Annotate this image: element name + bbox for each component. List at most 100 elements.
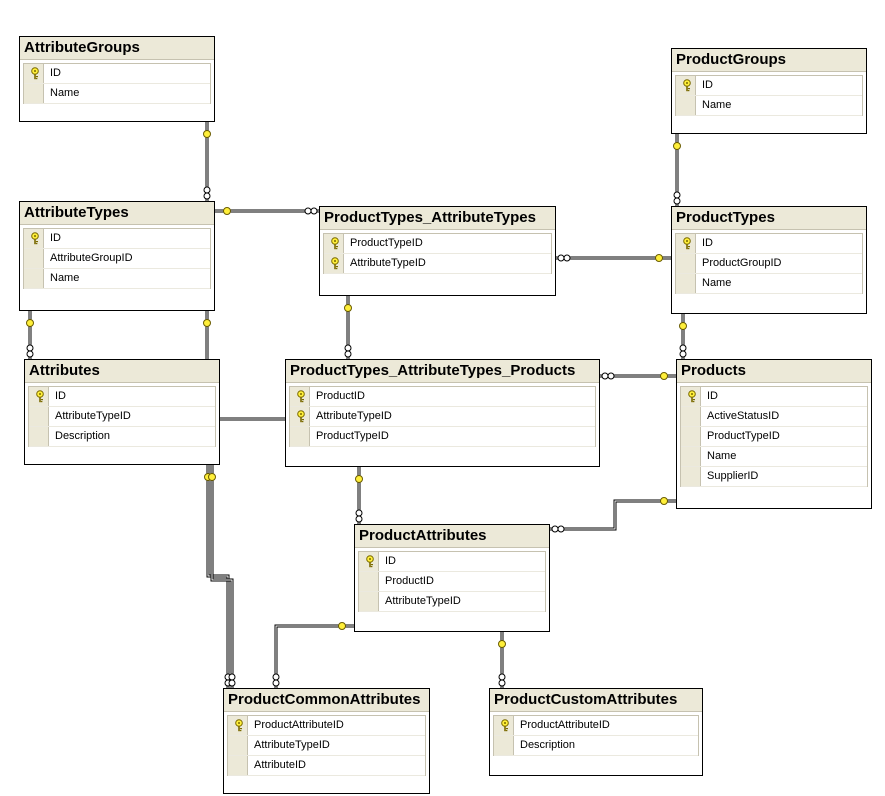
table-title[interactable]: ProductAttributes — [355, 525, 549, 548]
column-row[interactable]: AttributeTypeID — [324, 254, 551, 274]
table-title[interactable]: ProductTypes_AttributeTypes — [320, 207, 555, 230]
table-title[interactable]: ProductTypes — [672, 207, 866, 230]
row-selector[interactable] — [228, 756, 248, 775]
row-selector[interactable] — [324, 234, 344, 253]
row-selector[interactable] — [359, 552, 379, 571]
column-row[interactable]: ProductTypeID — [290, 427, 595, 447]
row-selector[interactable] — [676, 76, 696, 95]
row-selector[interactable] — [681, 427, 701, 446]
column-list: ID AttributeGroupID Name — [23, 228, 211, 289]
infinity-end-icon — [601, 372, 615, 380]
column-row[interactable]: ID — [24, 64, 210, 84]
key-end-icon — [655, 254, 663, 262]
column-name: ID — [50, 232, 61, 244]
column-row[interactable]: AttributeID — [228, 756, 425, 776]
row-selector[interactable] — [676, 96, 696, 115]
row-selector[interactable] — [359, 592, 379, 611]
column-name: Name — [50, 272, 80, 284]
key-icon — [331, 257, 339, 270]
column-row[interactable]: AttributeTypeID — [290, 407, 595, 427]
column-row[interactable]: SupplierID — [681, 467, 867, 487]
row-selector[interactable] — [359, 572, 379, 591]
row-selector[interactable] — [24, 249, 44, 268]
column-name: ID — [707, 390, 718, 402]
column-row[interactable]: Description — [494, 736, 698, 756]
row-selector[interactable] — [324, 254, 344, 273]
row-selector[interactable] — [29, 407, 49, 426]
column-row[interactable]: AttributeTypeID — [29, 407, 215, 427]
column-row[interactable]: ID — [676, 234, 862, 254]
rel-attributes-pca-2[interactable] — [210, 465, 234, 688]
row-selector[interactable] — [290, 407, 310, 426]
column-row[interactable]: AttributeTypeID — [359, 592, 545, 612]
column-row[interactable]: Name — [24, 269, 210, 289]
column-row[interactable]: ID — [359, 552, 545, 572]
table-title[interactable]: ProductGroups — [672, 49, 866, 72]
rel-productattributes-pca[interactable] — [274, 624, 354, 688]
column-row[interactable]: ProductTypeID — [324, 234, 551, 254]
column-row[interactable]: ProductAttributeID — [228, 716, 425, 736]
column-row[interactable]: ID — [29, 387, 215, 407]
table-title[interactable]: AttributeGroups — [20, 37, 214, 60]
row-selector[interactable] — [676, 234, 696, 253]
row-selector[interactable] — [24, 269, 44, 288]
row-selector[interactable] — [24, 84, 44, 103]
table-title[interactable]: ProductTypes_AttributeTypes_Products — [286, 360, 599, 383]
column-row[interactable]: Name — [681, 447, 867, 467]
column-name: Name — [50, 87, 80, 99]
key-end-icon — [679, 322, 687, 330]
column-row[interactable]: ID — [681, 387, 867, 407]
column-row[interactable]: Name — [676, 96, 862, 116]
column-row[interactable]: ProductGroupID — [676, 254, 862, 274]
table-title[interactable]: ProductCustomAttributes — [490, 689, 702, 712]
column-row[interactable]: Name — [24, 84, 210, 104]
table-title[interactable]: AttributeTypes — [20, 202, 214, 225]
row-selector[interactable] — [24, 229, 44, 248]
rel-products-productattributes[interactable] — [550, 499, 676, 531]
column-row[interactable]: ID — [676, 76, 862, 96]
key-end-icon — [203, 319, 211, 327]
column-row[interactable]: ProductID — [290, 387, 595, 407]
row-selector[interactable] — [290, 427, 310, 446]
row-selector[interactable] — [681, 467, 701, 486]
column-row[interactable]: ProductTypeID — [681, 427, 867, 447]
row-selector[interactable] — [494, 736, 514, 755]
row-selector[interactable] — [290, 387, 310, 406]
column-row[interactable]: Description — [29, 427, 215, 447]
column-row[interactable]: AttributeTypeID — [228, 736, 425, 756]
table-title[interactable]: ProductCommonAttributes — [224, 689, 429, 712]
row-selector[interactable] — [676, 254, 696, 273]
row-selector[interactable] — [681, 447, 701, 466]
table-title[interactable]: Products — [677, 360, 871, 383]
column-row[interactable]: Name — [676, 274, 862, 294]
column-row[interactable]: ID — [24, 229, 210, 249]
column-name: ID — [385, 555, 396, 567]
table-title[interactable]: Attributes — [25, 360, 219, 383]
row-selector[interactable] — [676, 274, 696, 293]
row-selector[interactable] — [24, 64, 44, 83]
column-row[interactable]: ActiveStatusID — [681, 407, 867, 427]
row-selector[interactable] — [494, 716, 514, 735]
row-selector[interactable] — [681, 387, 701, 406]
column-row[interactable]: AttributeGroupID — [24, 249, 210, 269]
row-selector[interactable] — [29, 427, 49, 446]
rel-attributes-pca[interactable] — [206, 465, 230, 688]
row-selector[interactable] — [681, 407, 701, 426]
row-selector[interactable] — [228, 736, 248, 755]
row-selector[interactable] — [29, 387, 49, 406]
row-selector[interactable] — [228, 716, 248, 735]
column-row[interactable]: ProductAttributeID — [494, 716, 698, 736]
column-row[interactable]: ProductID — [359, 572, 545, 592]
